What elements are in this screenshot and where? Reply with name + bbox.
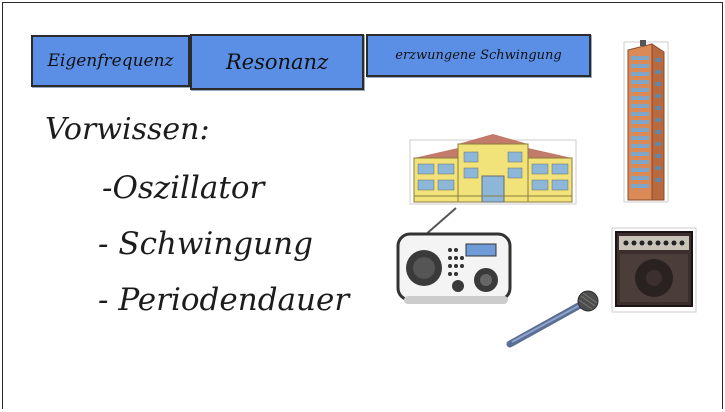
tag-label: Eigenfrequenz [47,51,174,71]
tag-label: erzwungene Schwingung [395,48,562,63]
notes-item: -Oszillator [102,170,265,206]
tag-erzwungene-schwingung: erzwungene Schwingung [366,34,591,77]
tag-eigenfrequenz: Eigenfrequenz [31,35,190,87]
amplifier-image [611,227,697,313]
notes-heading: Vorwissen: [45,112,210,147]
tag-label: Resonanz [225,50,329,74]
radio-image [396,207,512,304]
microphone-image [506,290,599,348]
notes-item: - Periodendauer [98,282,350,318]
skyscraper-image [623,40,669,203]
school-building-image [409,134,577,205]
tag-resonanz: Resonanz [190,34,364,90]
notes-item: - Schwingung [98,226,313,262]
